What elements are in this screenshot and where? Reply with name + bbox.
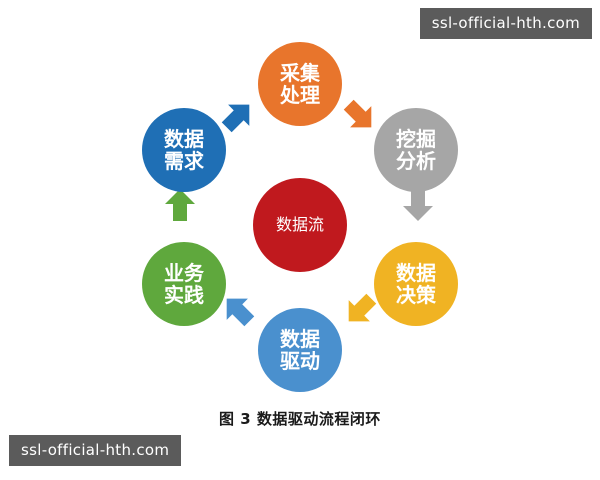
arrow-shape <box>165 189 195 221</box>
node-label-line1: 挖掘 <box>396 126 436 151</box>
node-label-line1: 数据 <box>164 126 204 151</box>
arrow-decision-to-driven-icon <box>332 282 389 339</box>
node-collect-process[interactable]: 采集 处理 <box>258 42 342 126</box>
center-label: 数据流 <box>275 215 324 235</box>
node-mining-analysis[interactable]: 挖掘 分析 <box>374 108 458 192</box>
watermark-bottom-left: ssl-official-hth.com <box>9 435 182 466</box>
node-label-line2: 处理 <box>280 83 320 107</box>
node-business-practice[interactable]: 业务 实践 <box>142 242 226 326</box>
node-label-line2: 驱动 <box>280 349 320 373</box>
node-label-line1: 采集 <box>280 60 320 85</box>
arrow-demand-to-collect-icon <box>210 88 267 145</box>
node-label-line2: 实践 <box>164 283 204 307</box>
arrow-shape <box>348 293 377 322</box>
arrow-practice-to-demand-icon <box>160 185 200 225</box>
node-data-flow-center[interactable]: 数据流 <box>253 178 347 272</box>
arrow-shape <box>226 298 255 327</box>
arrow-mining-to-decision-icon <box>398 185 438 225</box>
node-label-line2: 需求 <box>164 149 204 173</box>
arrow-driven-to-practice-icon <box>210 282 267 339</box>
node-label-line2: 分析 <box>396 149 436 173</box>
arrow-shape <box>403 189 433 221</box>
data-flow-cycle-diagram: 采集 处理 挖掘 分析 数据 决策 数据 驱动 业务 实践 数据 需求 数据流 <box>142 42 458 392</box>
watermark-top-right: ssl-official-hth.com <box>419 8 592 39</box>
arrow-collect-to-mining-icon <box>332 88 389 145</box>
node-data-driven[interactable]: 数据 驱动 <box>258 308 342 392</box>
figure-caption: 图 3 数据驱动流程闭环 <box>219 410 381 428</box>
arrow-shape <box>221 104 250 133</box>
node-label-line1: 数据 <box>280 326 320 351</box>
node-data-demand[interactable]: 数据 需求 <box>142 108 226 192</box>
arrow-shape <box>343 99 372 128</box>
node-label-line1: 数据 <box>396 260 436 285</box>
node-label-line2: 决策 <box>396 283 436 307</box>
node-data-decision[interactable]: 数据 决策 <box>374 242 458 326</box>
node-label-line1: 业务 <box>164 260 204 285</box>
